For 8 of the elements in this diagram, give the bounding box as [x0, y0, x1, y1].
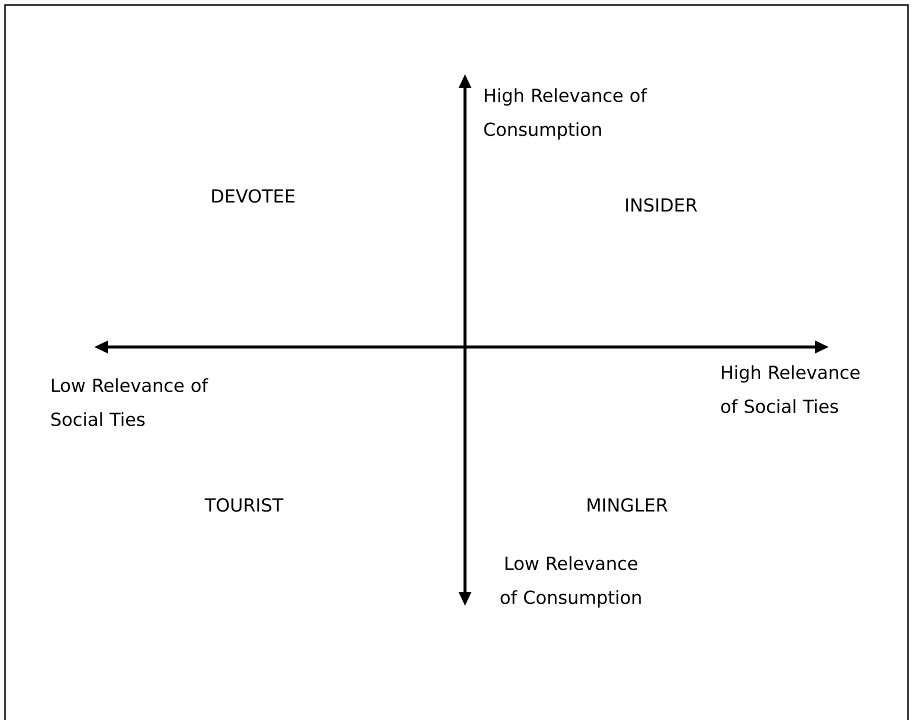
axis-label: Low Relevance of Social Ties [51, 378, 208, 426]
quadrant-label: TOURIST [204, 498, 284, 512]
axis-label: Low Relevance of Consumption [500, 556, 641, 608]
quadrant-label: DEVOTEE [212, 189, 294, 203]
quadrant-label: MINGLER [588, 498, 668, 512]
quadrant-label: INSIDER [626, 198, 698, 212]
axis-label: High Relevance of Consumption [484, 88, 648, 140]
axis-label: High Relevance of Social Ties [721, 365, 860, 414]
